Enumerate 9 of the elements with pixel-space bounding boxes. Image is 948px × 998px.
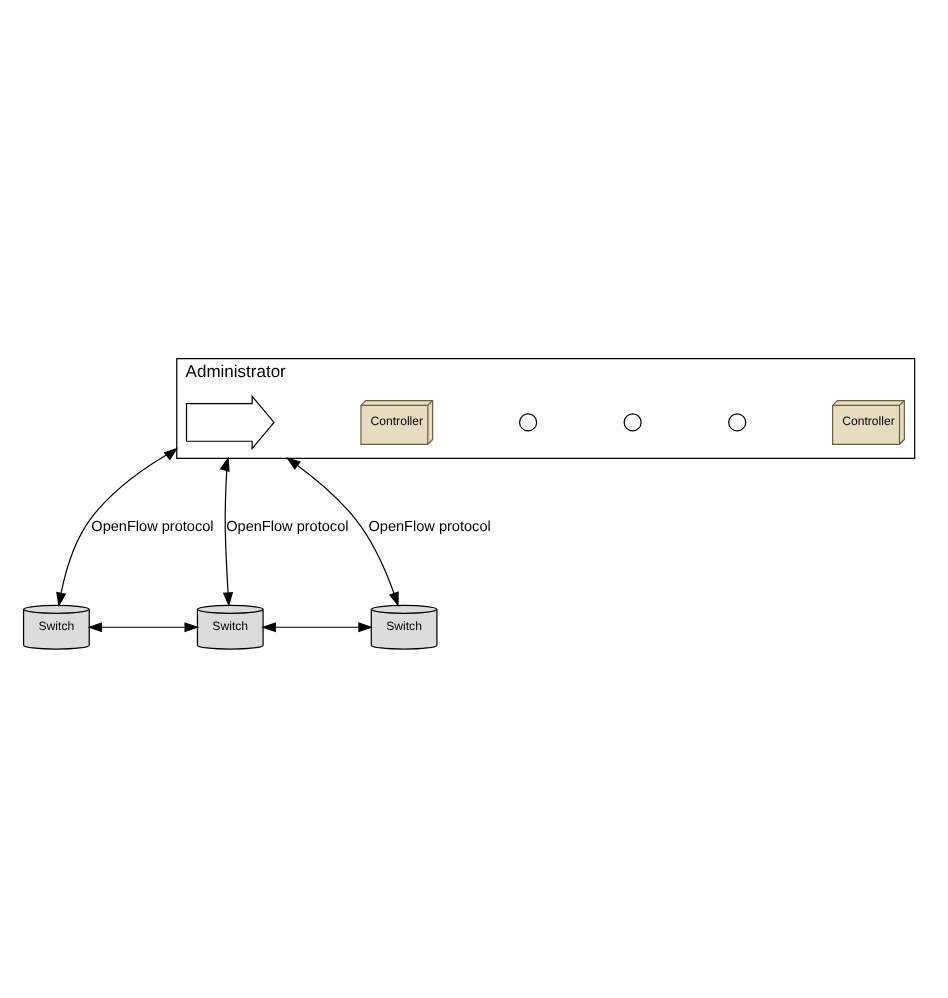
node-arrow: [185, 394, 275, 451]
arrow: [87, 622, 200, 633]
arrow: [286, 457, 399, 607]
arrow: [56, 447, 179, 608]
arrow: [261, 622, 373, 633]
node-circle: [519, 413, 538, 432]
node-circle: [623, 413, 642, 432]
node-circle: [728, 413, 747, 432]
arrow: [219, 456, 234, 607]
